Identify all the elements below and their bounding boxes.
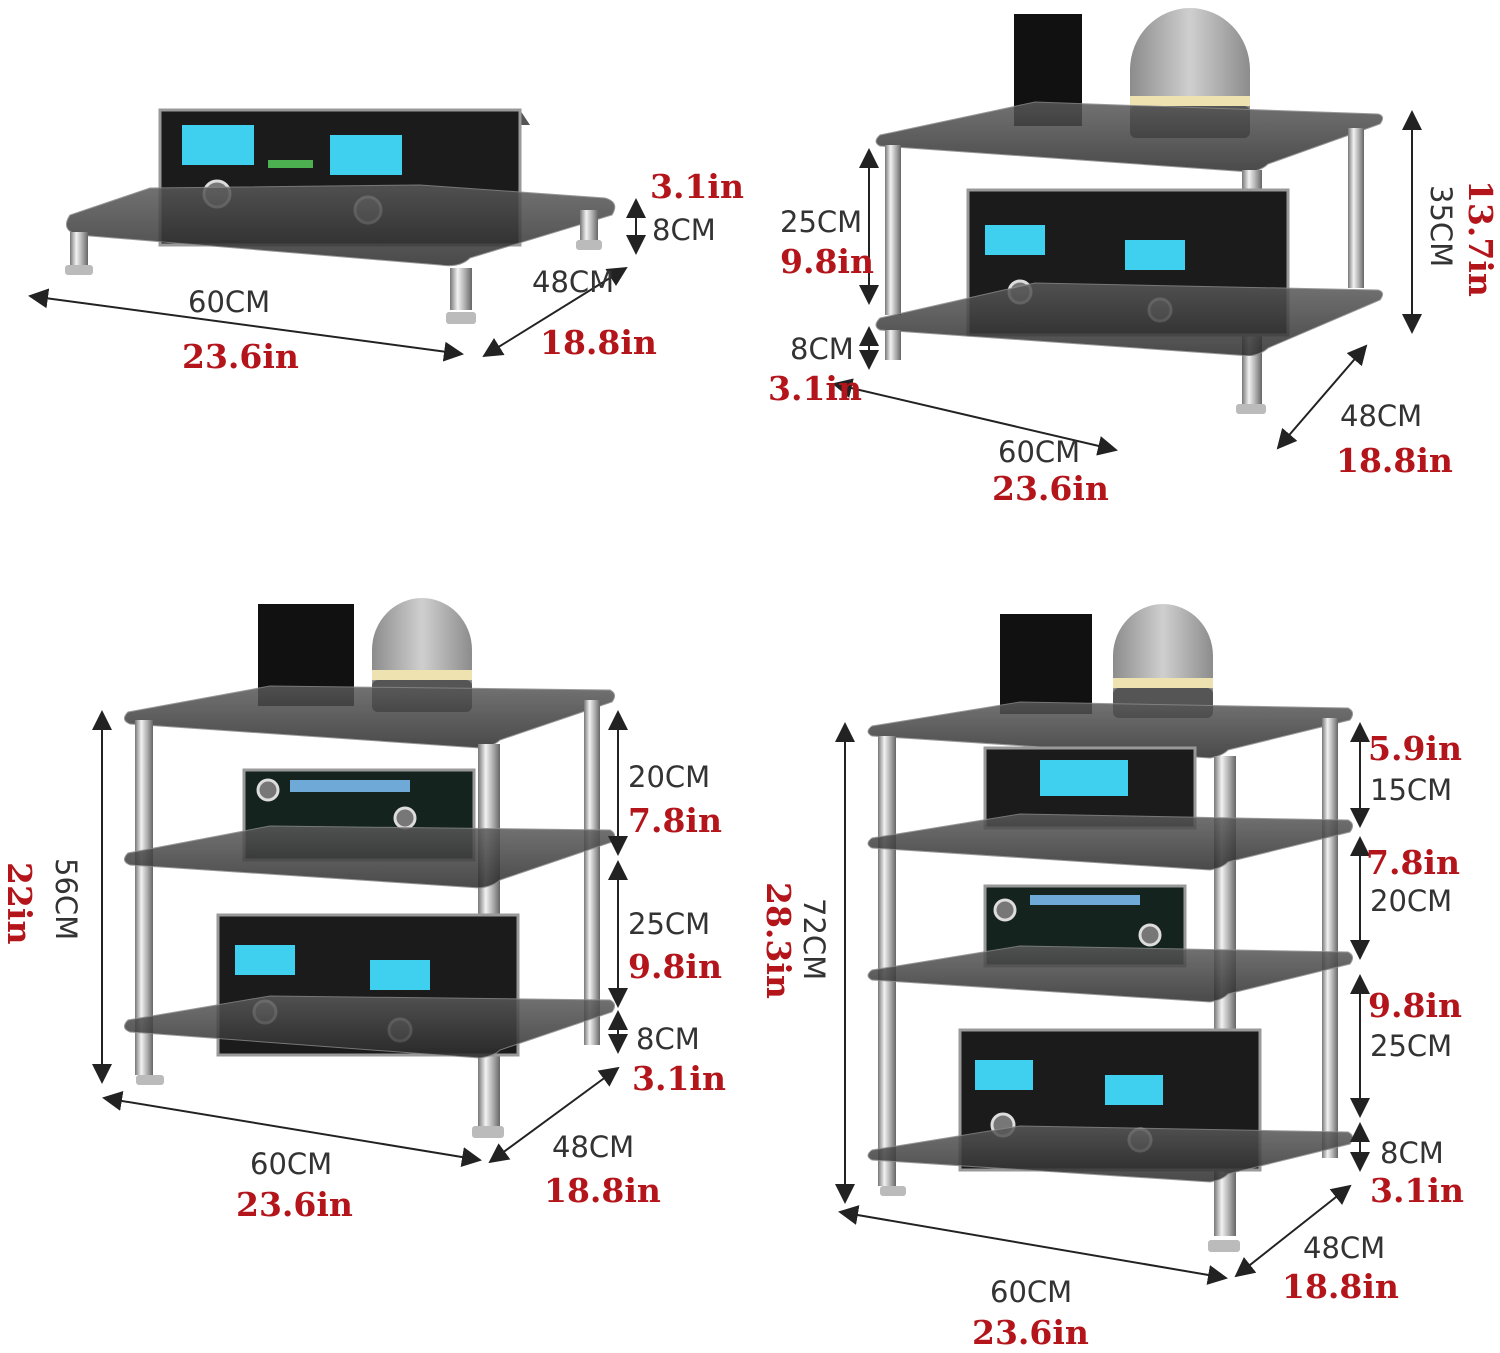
p4-gap1-inch: 5.9in: [1368, 729, 1462, 768]
p3-width-cm: 60CM: [250, 1147, 333, 1181]
p3-depth-cm: 48CM: [552, 1130, 635, 1164]
p3-gap-top-inch: 7.8in: [628, 801, 722, 840]
p2-leg-inch: 3.1in: [768, 369, 862, 408]
p3-leg-cm: 8CM: [636, 1022, 700, 1056]
p2-width-cm: 60CM: [998, 435, 1081, 469]
p2-depth-cm: 48CM: [1340, 399, 1423, 433]
p1-depth-inch: 18.8in: [540, 323, 657, 362]
p3-gap-mid-cm: 25CM: [628, 907, 711, 941]
p3-height-cm: 56CM: [49, 858, 83, 941]
p4-depth-cm: 48CM: [1303, 1231, 1386, 1265]
p2-leg-cm: 8CM: [790, 332, 854, 366]
p3-width-inch: 23.6in: [236, 1185, 353, 1224]
p4-height-inch: 28.3in: [759, 882, 798, 999]
panel-3-tier: [92, 598, 628, 1167]
p2-gap-inch: 9.8in: [780, 242, 874, 281]
p4-gap2-cm: 20CM: [1370, 884, 1453, 918]
panel-1-tier: [28, 108, 646, 362]
p1-leg-inch: 3.1in: [650, 167, 744, 206]
p3-gap-top-cm: 20CM: [628, 760, 711, 794]
p3-leg-inch: 3.1in: [632, 1059, 726, 1098]
panel-4-tier: [835, 604, 1370, 1285]
panel-2-tier: [832, 8, 1422, 456]
p2-height-inch: 13.7in: [1461, 180, 1500, 297]
p4-leg-inch: 3.1in: [1370, 1171, 1464, 1210]
p2-gap-cm: 25CM: [780, 205, 863, 239]
p3-gap-mid-inch: 9.8in: [628, 947, 722, 986]
p4-gap3-inch: 9.8in: [1368, 986, 1462, 1025]
p1-leg-cm: 8CM: [652, 213, 716, 247]
p2-depth-inch: 18.8in: [1336, 441, 1453, 480]
p4-width-cm: 60CM: [990, 1275, 1073, 1309]
p2-height-cm: 35CM: [1424, 185, 1458, 268]
p4-gap2-inch: 7.8in: [1366, 843, 1460, 882]
p4-width-inch: 23.6in: [972, 1313, 1089, 1352]
p4-gap3-cm: 25CM: [1370, 1029, 1453, 1063]
p4-leg-cm: 8CM: [1380, 1136, 1444, 1170]
p4-height-cm: 72CM: [797, 898, 831, 981]
p1-width-cm: 60CM: [188, 285, 271, 319]
p4-depth-inch: 18.8in: [1282, 1267, 1399, 1306]
p2-width-inch: 23.6in: [992, 469, 1109, 508]
p4-gap1-cm: 15CM: [1370, 773, 1453, 807]
p3-depth-inch: 18.8in: [544, 1171, 661, 1210]
p1-width-inch: 23.6in: [182, 337, 299, 376]
p3-height-inch: 22in: [0, 862, 39, 945]
p1-depth-cm: 48CM: [532, 265, 615, 299]
